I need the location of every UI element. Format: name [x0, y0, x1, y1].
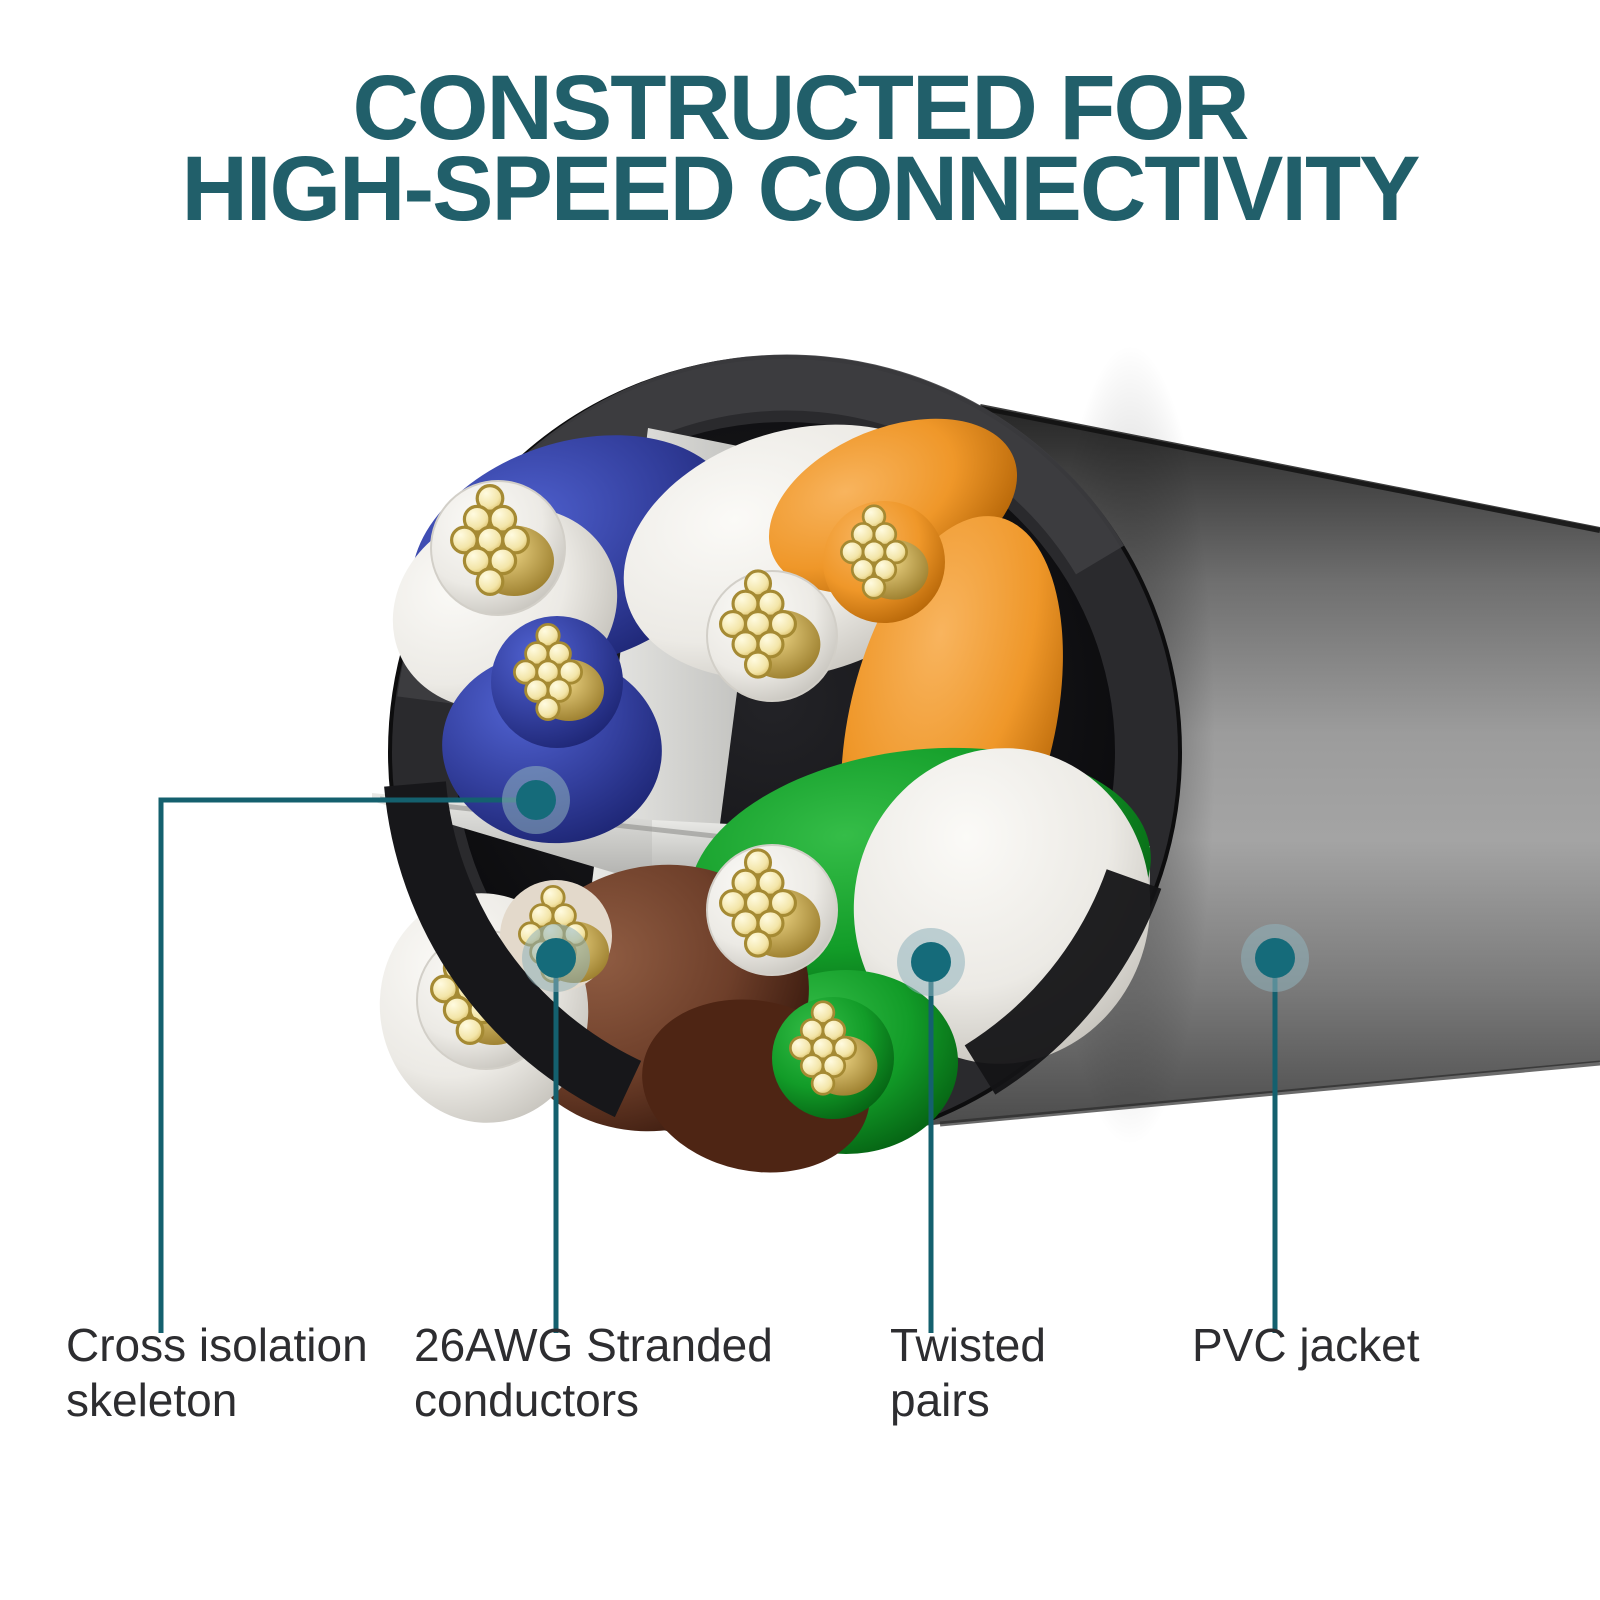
callout-dot-cross-isolation — [502, 766, 570, 834]
title-line-1: CONSTRUCTED FOR — [352, 57, 1249, 159]
callout-dot-stranded-conductors — [522, 924, 590, 992]
label-stranded-conductors: 26AWG Stranded conductors — [414, 1318, 773, 1428]
jacket-rim-front-right — [964, 868, 1162, 1095]
label-line: Cross isolation — [66, 1319, 368, 1371]
label-pvc-jacket: PVC jacket — [1192, 1318, 1420, 1373]
wire-end-green-white — [706, 844, 838, 976]
page-title: CONSTRUCTED FOR HIGH-SPEED CONNECTIVITY — [0, 57, 1600, 240]
cylinder-bottom-edge — [939, 1060, 1600, 1127]
label-line: PVC jacket — [1192, 1319, 1420, 1371]
label-cross-isolation-skeleton: Cross isolation skeleton — [66, 1318, 368, 1428]
label-line: pairs — [890, 1374, 990, 1426]
callout-dot-pvc-jacket — [1241, 924, 1309, 992]
title-line-2: HIGH-SPEED CONNECTIVITY — [181, 138, 1420, 240]
wire-end-blue-white — [430, 480, 566, 616]
label-line: conductors — [414, 1374, 640, 1426]
leader-line-cross-isolation — [158, 797, 536, 1333]
callout-dots — [502, 766, 1309, 996]
label-line: Twisted — [890, 1319, 1046, 1371]
wire-end-blue — [491, 616, 623, 748]
wire-end-orange — [823, 501, 945, 623]
wire-end-orange-white — [706, 569, 838, 702]
jacket-rim-front-bottom-left — [384, 781, 642, 1118]
label-line: skeleton — [66, 1374, 238, 1426]
label-line: 26AWG Stranded — [414, 1319, 773, 1371]
wire-end-green — [772, 997, 894, 1119]
label-twisted-pairs: Twisted pairs — [890, 1318, 1046, 1428]
callout-dot-twisted-pairs — [897, 928, 965, 996]
